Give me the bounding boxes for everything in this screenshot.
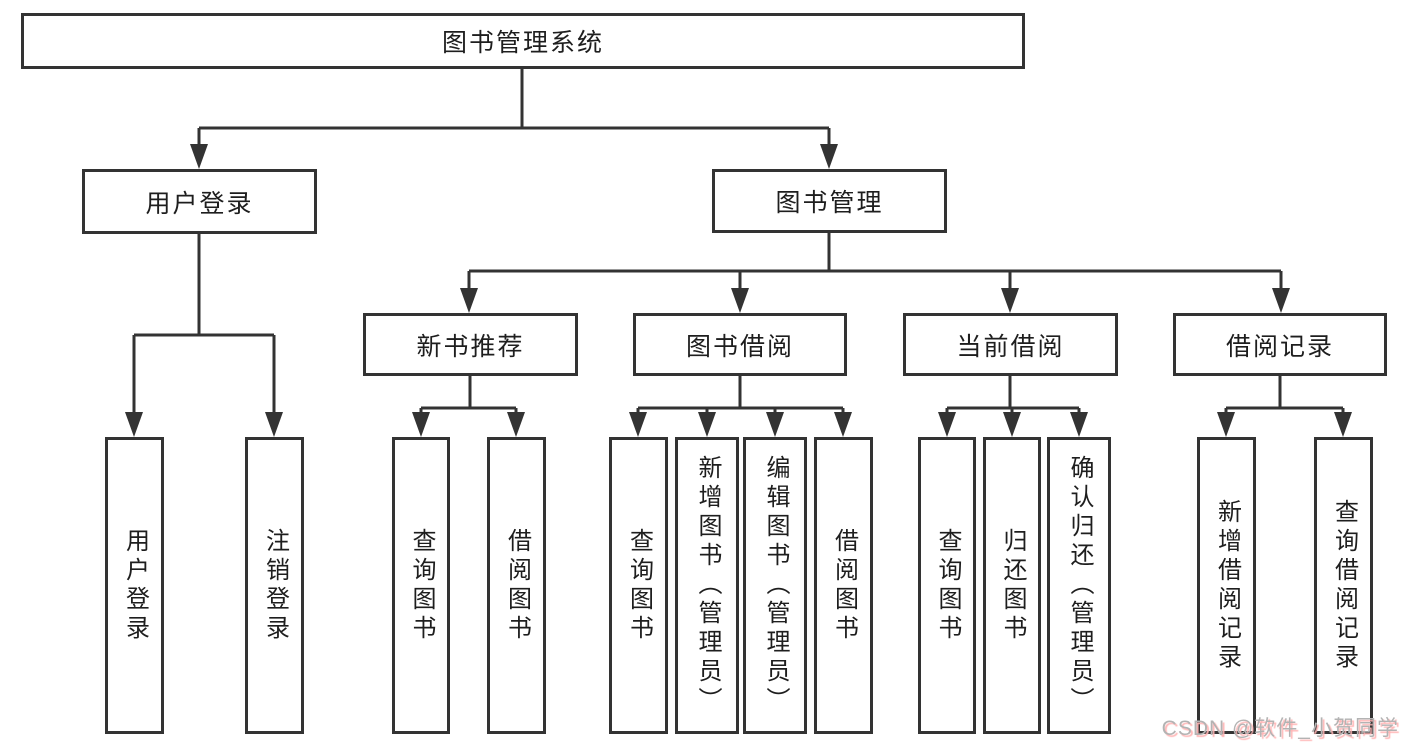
node-label: 新增图书（管理员） [694,455,721,716]
connector [419,376,518,429]
arrowhead-icon [1003,412,1021,437]
node-borrowing-records: 借阅记录 [1173,313,1387,376]
arrowhead-icon [731,288,749,313]
node-query-borrow-record: 查询借阅记录 [1314,437,1373,734]
node-label: 借阅记录 [1225,332,1334,361]
connector [467,233,1283,305]
node-label: 归还图书 [999,527,1026,644]
arrowhead-icon [766,412,784,437]
node-query-books-borrowing: 查询图书 [609,437,668,734]
node-confirm-return-admin: 确认归还（管理员） [1047,437,1111,734]
node-library-management-system: 图书管理系统 [21,13,1025,69]
node-label: 用户登录 [121,527,149,644]
arrowhead-icon [190,144,208,169]
arrowhead-icon [1001,288,1019,313]
node-label: 当前借阅 [956,332,1065,361]
node-current-borrowing: 当前借阅 [903,313,1118,376]
node-label: 查询借阅记录 [1330,498,1358,673]
arrowhead-icon [412,412,430,437]
node-query-books-current: 查询图书 [918,437,976,734]
connector [197,69,831,161]
arrowhead-icon [1272,288,1290,313]
node-book-borrowing: 图书借阅 [633,313,847,376]
arrowhead-icon [629,412,647,437]
node-label: 借阅图书 [503,527,531,644]
connector [636,376,845,429]
node-borrow-books-recommend: 借阅图书 [487,437,546,734]
node-new-book-recommend: 新书推荐 [363,313,578,376]
arrowhead-icon [1334,412,1352,437]
arrowhead-icon [820,144,838,169]
node-edit-books-admin: 编辑图书（管理员） [743,437,807,734]
node-book-management-branch: 图书管理 [712,169,947,233]
node-logout-leaf: 注销登录 [245,437,304,734]
node-label: 新增借阅记录 [1213,498,1241,673]
node-label: 图书管理 [775,189,884,217]
node-query-books-recommend: 查询图书 [392,437,450,734]
arrowhead-icon [834,412,852,437]
node-label: 用户登录 [145,189,254,218]
node-label: 图书管理系统 [441,29,604,57]
arrowhead-icon [507,412,525,437]
arrowhead-icon [460,288,478,313]
arrowhead-icon [698,412,716,437]
arrowhead-icon [1070,412,1088,437]
watermark: CSDN @软件_小贺同学 [1161,717,1399,740]
node-label: 图书借阅 [685,332,794,361]
node-label: 注销登录 [261,527,289,644]
node-add-borrow-record: 新增借阅记录 [1197,437,1256,734]
arrowhead-icon [265,412,283,437]
node-label: 新书推荐 [416,332,525,361]
node-return-books: 归还图书 [983,437,1041,734]
node-borrow-books-borrowing: 借阅图书 [814,437,873,734]
arrowhead-icon [125,412,143,437]
node-label: 编辑图书（管理员） [762,455,789,716]
node-user-login-branch: 用户登录 [82,169,317,234]
node-label: 借阅图书 [830,527,858,644]
node-label: 查询图书 [408,527,435,644]
connector [1224,376,1345,429]
node-label: 确认归还（管理员） [1066,455,1093,716]
node-label: 查询图书 [625,527,653,644]
node-user-login-leaf: 用户登录 [105,437,164,734]
connector [132,234,276,429]
node-add-books-admin: 新增图书（管理员） [675,437,739,734]
node-label: 查询图书 [934,527,961,644]
arrowhead-icon [938,412,956,437]
arrowhead-icon [1217,412,1235,437]
